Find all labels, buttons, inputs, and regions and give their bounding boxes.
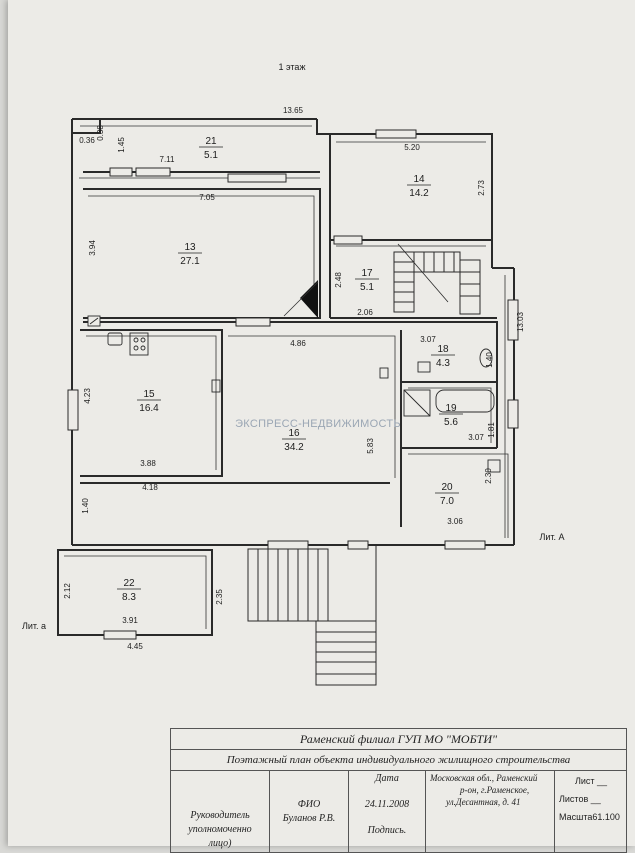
floor-title: 1 этаж [279, 62, 306, 72]
room-21-area: 5.1 [204, 150, 218, 161]
manager-cell: Руководитель уполномоченно лицо) [170, 770, 270, 853]
windows [67, 129, 519, 640]
dim-1-45: 1.45 [117, 137, 126, 153]
manager-line-3: лицо) [208, 838, 232, 849]
title-block-table: Раменский филиал ГУП МО "МОБТИ" Поэтажны… [170, 728, 627, 853]
dim-4-45: 4.45 [127, 642, 143, 651]
dim-0-36: 0.36 [79, 136, 95, 145]
lit-a-upper: Лит. А [539, 532, 564, 542]
room-20-number: 20 [441, 482, 453, 493]
date-cell: Дата 24.11.2008 Подпись. [348, 770, 426, 853]
room-15-area: 16.4 [139, 403, 159, 414]
walls [57, 118, 515, 636]
org-name: Раменский филиал ГУП МО "МОБТИ" [170, 728, 627, 750]
inner-lines [64, 125, 509, 629]
dim-3-88: 3.88 [140, 459, 156, 468]
room-21-number: 21 [205, 136, 217, 147]
dim-1-40-a: 1.40 [485, 352, 494, 368]
dim-5-20: 5.20 [404, 143, 420, 152]
entrance-stairs [247, 545, 377, 686]
room-labels: 21 5.1 14 14.2 13 27.1 17 5.1 18 4.3 15 16.4 16 34.2 1… [117, 136, 463, 603]
shower-icon [403, 389, 431, 417]
address-line-3: ул.Десантная, д. 41 [446, 797, 521, 807]
dim-2-06: 2.06 [357, 308, 373, 317]
small-sink-icon [417, 361, 431, 373]
room-22-number: 22 [123, 578, 135, 589]
sheet-number: Лист __ [575, 776, 608, 786]
sheet-cell: Лист __ Листов __ Масшта61.100 [554, 770, 627, 853]
room-17-area: 5.1 [360, 282, 374, 293]
dim-3-07-b: 3.07 [468, 433, 484, 442]
address-line-2: р-он, г.Раменское, [460, 785, 530, 795]
dim-4-86: 4.86 [290, 339, 306, 348]
stair-wedge [300, 280, 318, 318]
bathtub-icon [435, 389, 495, 413]
dim-3-94: 3.94 [88, 240, 97, 256]
room-14-area: 14.2 [409, 188, 429, 199]
dim-7-05: 7.05 [199, 193, 215, 202]
fio-header: ФИО [297, 799, 321, 810]
dim-3-91: 3.91 [122, 616, 138, 625]
room-13-area: 27.1 [180, 256, 200, 267]
room-20-area: 7.0 [440, 496, 454, 507]
dim-4-23: 4.23 [83, 388, 92, 404]
room-22-area: 8.3 [122, 592, 136, 603]
dim-3-06: 3.06 [447, 517, 463, 526]
fixtures [87, 315, 501, 473]
dim-0-38: 0.38 [96, 125, 105, 141]
date-value: 24.11.2008 [364, 799, 410, 810]
title-block: Раменский филиал ГУП МО "МОБТИ" Поэтажны… [170, 728, 627, 853]
room-19-area: 5.6 [444, 417, 458, 428]
dimensions: 13.65 0.36 0.38 1.45 7.11 5.20 2.73 7.05… [63, 106, 525, 651]
dim-13-65: 13.65 [283, 106, 304, 115]
toilet-icon [479, 348, 493, 368]
manager-line-2: уполномоченно [188, 824, 252, 835]
room-18-area: 4.3 [436, 358, 450, 369]
document-title: Поэтажный план объекта индивидуального ж… [170, 749, 627, 771]
room-18-number: 18 [437, 344, 449, 355]
watermark: ЭКСПРЕСС-НЕДВИЖИМОСТЬ [235, 418, 401, 430]
sink-icon [107, 332, 123, 346]
dim-2-73: 2.73 [477, 180, 486, 196]
date-header: Дата [375, 773, 399, 784]
dim-2-12: 2.12 [63, 583, 72, 599]
room-16-area: 34.2 [284, 442, 304, 453]
dim-13-03: 13.03 [516, 311, 525, 332]
room-19-number: 19 [445, 403, 457, 414]
dim-4-18: 4.18 [142, 483, 158, 492]
fio-value: Буланов Р.В. [282, 813, 336, 824]
washbasin-icon [487, 459, 501, 473]
sheets-total: Листов __ [559, 794, 601, 804]
dim-2-35: 2.35 [215, 589, 224, 605]
stove-icon [129, 332, 149, 356]
room-15-number: 15 [143, 389, 155, 400]
room-17-number: 17 [361, 268, 373, 279]
dim-5-83: 5.83 [366, 438, 375, 454]
signature-label: Подпись. [367, 825, 407, 836]
stairs [393, 243, 481, 315]
address-line-1: Московская обл., Раменский [430, 773, 538, 783]
scale: Масшта61.100 [559, 812, 620, 822]
dim-2-48: 2.48 [334, 272, 343, 288]
dim-3-07-a: 3.07 [420, 335, 436, 344]
drawing-sheet [8, 0, 635, 846]
room-13-number: 13 [184, 242, 196, 253]
manager-line-1: Руководитель [190, 810, 250, 821]
address-cell: Московская обл., Раменский р-он, г.Рамен… [425, 770, 555, 853]
room-16-number: 16 [288, 428, 300, 439]
dim-1-81: 1.81 [487, 422, 496, 438]
dim-1-40-b: 1.40 [81, 498, 90, 514]
room-14-number: 14 [413, 174, 425, 185]
dim-2-30: 2.30 [484, 468, 493, 484]
lit-a-lower: Лит. а [22, 621, 46, 631]
dim-7-11: 7.11 [160, 155, 176, 164]
fio-cell: ФИО Буланов Р.В. [269, 770, 349, 853]
